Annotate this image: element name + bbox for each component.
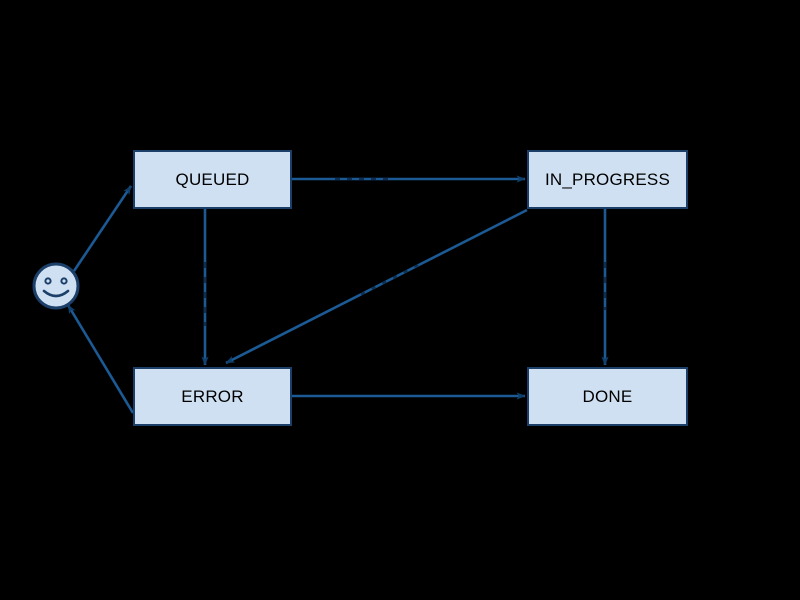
state-node-queued[interactable]: QUEUED	[133, 150, 292, 209]
edge-start-to-queued	[72, 185, 133, 272]
smiley-face-icon	[32, 262, 80, 310]
smiley-eye-right	[60, 277, 68, 285]
state-node-done-label: DONE	[582, 387, 633, 406]
state-node-done[interactable]: DONE	[527, 367, 688, 426]
smiley-eye-left	[44, 277, 52, 285]
state-node-in-progress[interactable]: IN_PROGRESS	[527, 150, 688, 209]
smiley-mouth	[42, 289, 70, 298]
edge-in-progress-to-error	[225, 208, 528, 365]
state-node-queued-label: QUEUED	[175, 170, 250, 189]
start-node-smiley[interactable]	[31, 261, 81, 311]
state-node-error-label: ERROR	[181, 387, 244, 406]
edge-error-to-start	[66, 304, 135, 414]
state-node-in-progress-label: IN_PROGRESS	[544, 170, 670, 189]
state-node-error[interactable]: ERROR	[133, 367, 292, 426]
